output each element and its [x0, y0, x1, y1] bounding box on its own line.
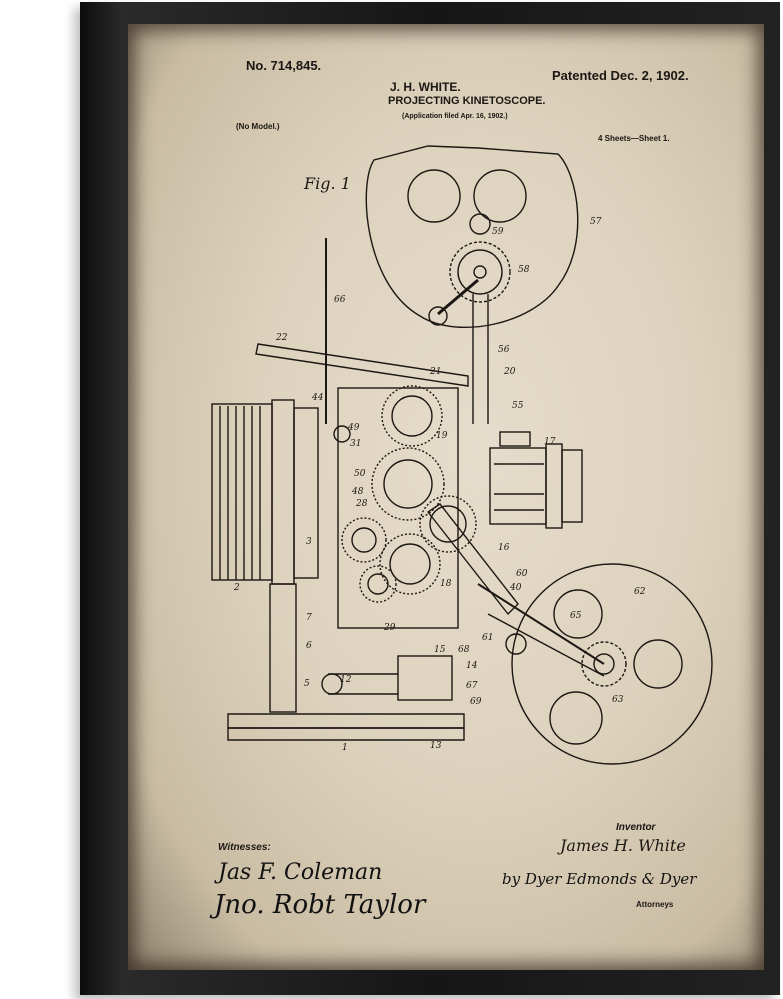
part-label: 14 — [466, 661, 478, 671]
part-label: 58 — [518, 265, 530, 275]
part-label: 20 — [503, 367, 516, 377]
patent-date: Patented Dec. 2, 1902. — [552, 68, 689, 83]
patent-canvas: No. 714,845. Patented Dec. 2, 1902. J. H… — [128, 24, 764, 970]
gear-hubs — [333, 395, 467, 595]
part-label: 21 — [429, 367, 441, 377]
part-label: 19 — [436, 431, 448, 441]
part-label: 67 — [466, 681, 478, 691]
patent-number: No. 714,845. — [246, 58, 322, 73]
part-label: 40 — [509, 583, 522, 593]
lower-reel — [426, 503, 713, 765]
sheet-count: 4 Sheets—Sheet 1. — [598, 134, 670, 143]
figure-label: Fig. 1 — [304, 174, 351, 193]
part-label: 60 — [516, 569, 528, 579]
part-label: 13 — [430, 741, 442, 751]
part-label: 17 — [544, 437, 556, 447]
lever-arm — [255, 343, 469, 387]
inventor-label: Inventor — [616, 822, 656, 833]
part-label: 44 — [311, 393, 324, 403]
part-label: 61 — [482, 633, 493, 643]
part-label: 7 — [306, 613, 312, 623]
part-label: 18 — [440, 579, 452, 589]
inventor-header: J. H. WHITE. — [390, 80, 461, 94]
filed-date: (Application filed Apr. 16, 1902.) — [402, 113, 508, 120]
part-label: 15 — [434, 645, 446, 655]
part-label: 16 — [498, 543, 510, 553]
gears — [341, 385, 477, 603]
part-label: 6 — [306, 641, 312, 651]
part-label: 69 — [470, 697, 482, 707]
bellows — [211, 399, 319, 585]
attorney-signature: by Dyer Edmonds & Dyer — [502, 870, 697, 888]
part-label: 48 — [351, 487, 364, 497]
witness-signature-2: Jno. Robt Taylor — [214, 890, 426, 920]
mechanism-housing — [337, 387, 459, 629]
part-label: 50 — [354, 469, 366, 479]
part-label: 3 — [306, 537, 312, 547]
part-label: 5 — [304, 679, 310, 689]
part-label: 22 — [275, 333, 288, 343]
part-label: 63 — [612, 695, 624, 705]
part-label: 28 — [355, 499, 368, 509]
part-label: 29 — [383, 623, 396, 633]
part-label: 66 — [334, 295, 346, 305]
witness-signature-1: Jas F. Coleman — [218, 860, 383, 885]
part-label: 68 — [458, 645, 470, 655]
attorneys-label: Attorneys — [636, 900, 674, 909]
projection-lens — [489, 431, 583, 529]
picture-frame: No. 714,845. Patented Dec. 2, 1902. J. H… — [80, 2, 780, 995]
part-label: 1 — [342, 743, 348, 753]
upper-reel — [365, 145, 579, 424]
part-label: 59 — [492, 227, 504, 237]
part-label: 2 — [233, 583, 240, 593]
model-note: (No Model.) — [236, 122, 280, 131]
part-label: 62 — [634, 587, 646, 597]
patent-title: PROJECTING KINETOSCOPE. — [388, 95, 546, 107]
part-label: 55 — [512, 401, 524, 411]
part-label: 56 — [498, 345, 510, 355]
base — [227, 583, 465, 741]
part-label: 49 — [347, 423, 360, 433]
part-label: 57 — [590, 217, 602, 227]
inventor-signature: James H. White — [560, 836, 686, 855]
witnesses-label: Witnesses: — [218, 842, 271, 853]
part-label: 31 — [350, 439, 361, 449]
part-label: 65 — [570, 611, 582, 621]
part-label: 12 — [340, 675, 352, 685]
